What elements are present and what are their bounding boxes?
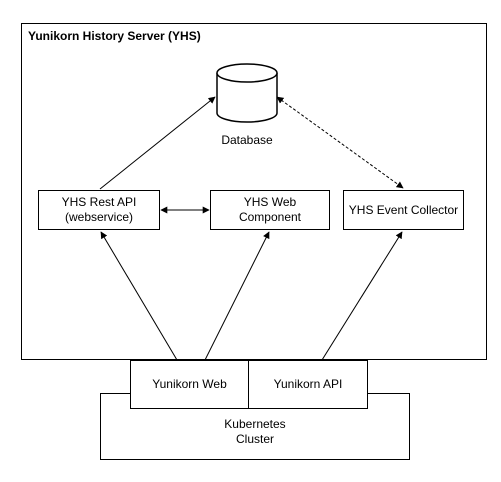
yhs-boundary [21,23,487,360]
arrow-yunikornweb-to-restapi [100,231,178,361]
arrow-yunikornapi-to-eventcollector [321,231,403,361]
yunikorn-web-box: Yunikorn Web [130,360,249,409]
arrow-database-eventcollector [276,96,404,189]
yunikorn-web-label: Yunikorn Web [152,377,227,391]
arrow-restapi-to-database [99,96,216,190]
database-label: Database [221,133,273,147]
yunikorn-api-label: Yunikorn API [273,377,343,391]
yhs-rest-api-label: YHS Rest API (webservice) [61,195,137,224]
diagram-title: Yunikorn History Server (YHS) [28,29,201,43]
yunikorn-api-box: Yunikorn API [248,360,368,409]
yhs-web-component-label: YHS Web Component [238,195,302,224]
arrow-yunikornweb-to-webcomponent [204,231,270,361]
yhs-rest-api-box: YHS Rest API (webservice) [38,190,160,230]
yhs-event-collector-label: YHS Event Collector [348,202,459,217]
kubernetes-cluster-label: Kubernetes Cluster [224,417,286,446]
yhs-web-component-box: YHS Web Component [210,190,330,230]
database-icon [216,63,278,123]
yhs-event-collector-box: YHS Event Collector [343,190,464,230]
